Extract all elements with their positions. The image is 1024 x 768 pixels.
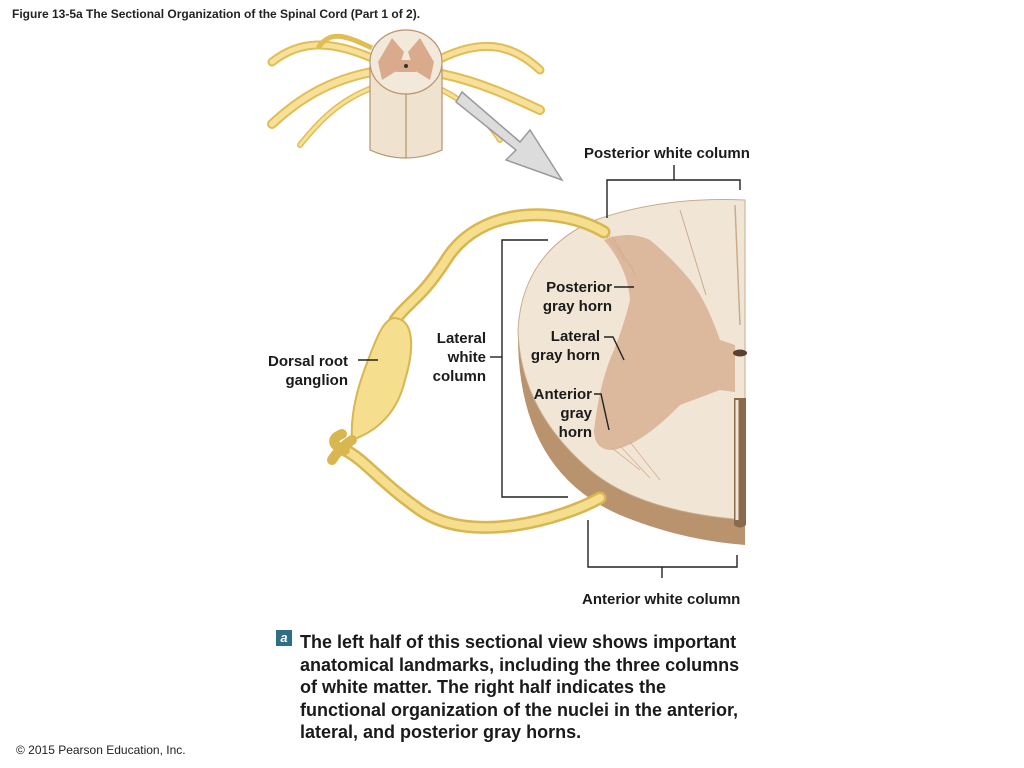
caption-badge: a bbox=[276, 630, 292, 646]
leader-lines bbox=[358, 165, 741, 578]
label-lateral-gray-horn: Lateral gray horn bbox=[530, 328, 600, 364]
copyright: © 2015 Pearson Education, Inc. bbox=[16, 743, 186, 757]
overview-spinal-cord bbox=[267, 29, 545, 159]
caption-text: The left half of this sectional view sho… bbox=[300, 632, 740, 742]
cross-section bbox=[517, 198, 747, 545]
label-anterior-gray-horn: Anterior gray horn bbox=[533, 386, 592, 441]
dorsal-root-nerve bbox=[327, 208, 611, 534]
label-dorsal-root-ganglion: Dorsal root ganglion bbox=[267, 353, 348, 389]
label-lateral-white-column: Lateral white column bbox=[432, 330, 486, 385]
zoom-arrow bbox=[455, 90, 564, 182]
label-posterior-white-column: Posterior white column bbox=[584, 145, 750, 162]
figure-title: Figure 13-5a The Sectional Organization … bbox=[12, 7, 421, 21]
label-anterior-white-column: Anterior white column bbox=[582, 591, 741, 608]
label-posterior-gray-horn: Posterior gray horn bbox=[542, 279, 612, 315]
